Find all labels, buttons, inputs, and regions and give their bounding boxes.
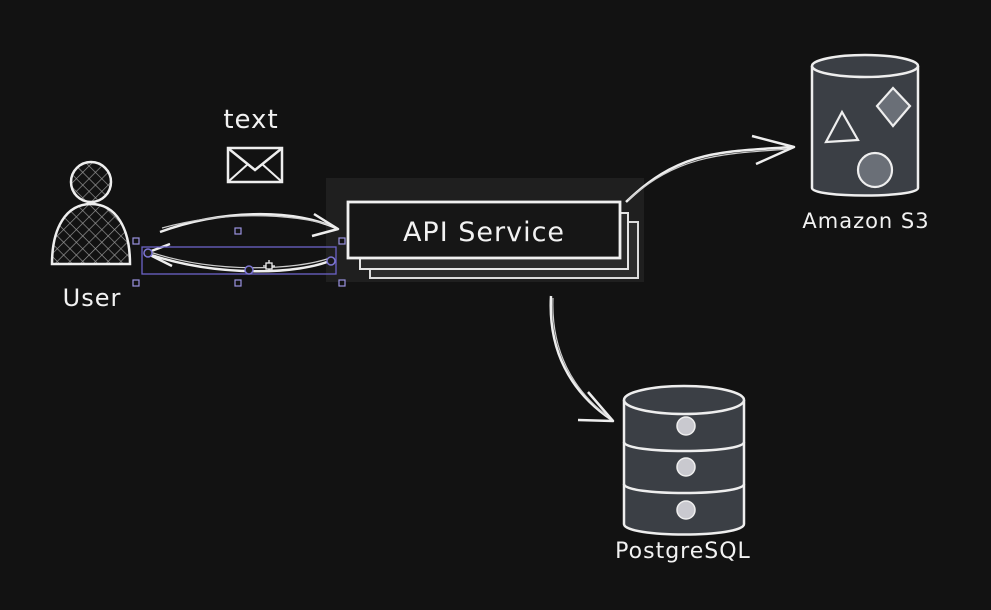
db-indicator-middle: [676, 457, 696, 477]
envelope-icon: [226, 146, 284, 184]
bucket-icon: [810, 53, 920, 197]
edge-api-to-postgres[interactable]: [549, 295, 615, 423]
selection-box[interactable]: [132, 227, 346, 287]
postgres-node[interactable]: PostgreSQL: [615, 384, 751, 564]
db-indicator-bottom: [676, 500, 696, 520]
edge-api-to-user[interactable]: [144, 242, 333, 273]
edge-api-to-s3[interactable]: [625, 134, 796, 203]
user-node[interactable]: User: [50, 160, 132, 312]
s3-node[interactable]: Amazon S3: [802, 53, 929, 233]
diamond-shape: [875, 86, 912, 128]
selection-endpoint-handle[interactable]: [143, 248, 153, 258]
postgres-label: PostgreSQL: [615, 539, 751, 564]
edge-user-to-api[interactable]: [159, 212, 340, 238]
s3-label: Amazon S3: [802, 209, 929, 233]
api-service-label: API Service: [403, 217, 565, 248]
triangle-shape: [824, 109, 860, 144]
move-cursor-icon: [263, 260, 275, 272]
message-node[interactable]: text: [223, 105, 284, 184]
resize-handles[interactable]: [132, 227, 346, 287]
user-icon: [50, 160, 132, 266]
db-indicator-top: [676, 416, 696, 436]
user-label: User: [63, 284, 122, 312]
database-icon: [622, 384, 746, 536]
api-service-node[interactable]: API Service: [346, 200, 639, 279]
selection-startpoint-handle[interactable]: [326, 256, 336, 266]
api-stack-front: [346, 200, 622, 260]
circle-shape: [856, 151, 894, 189]
selection-midpoint-handle[interactable]: [244, 265, 254, 275]
message-label: text: [223, 105, 278, 135]
